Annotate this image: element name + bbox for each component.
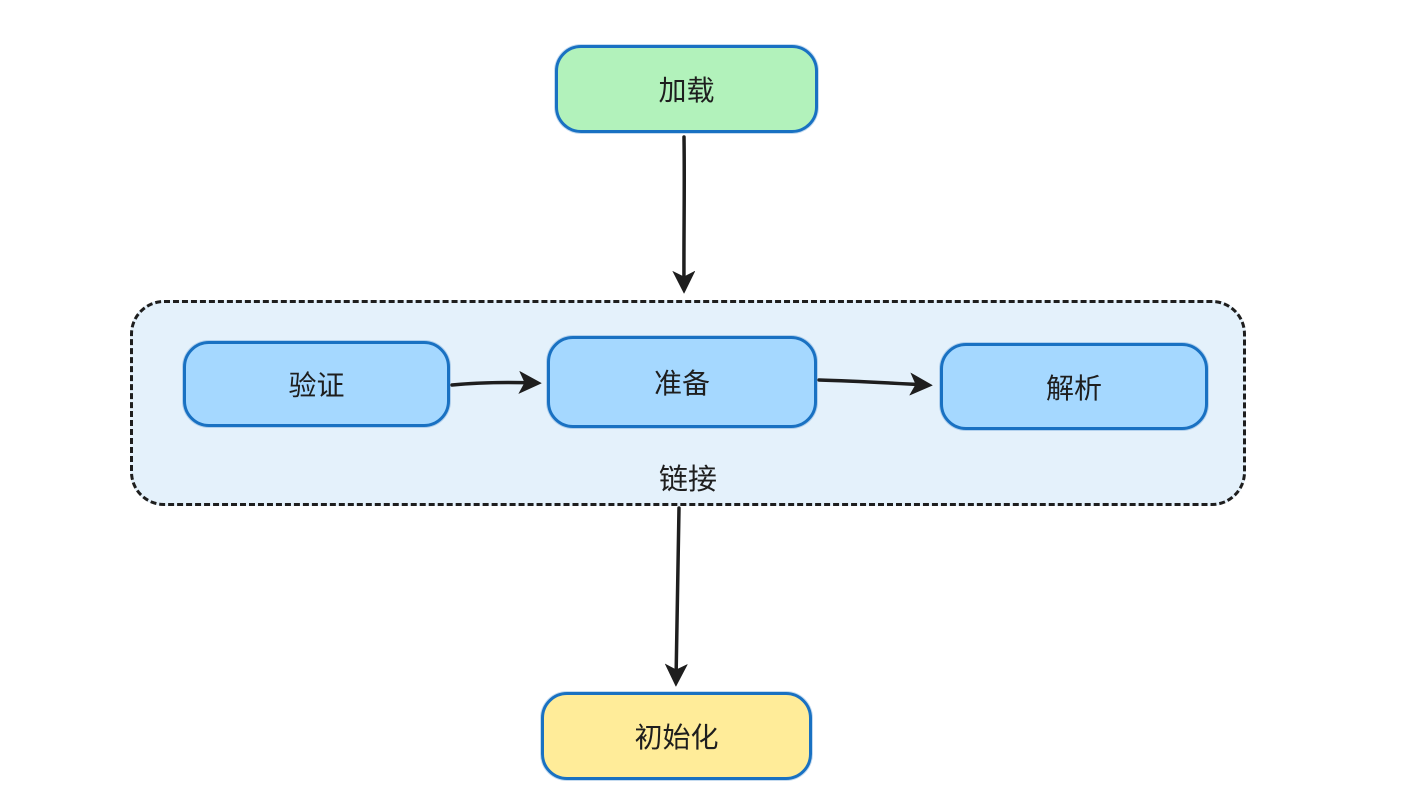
node-verify-label: 验证 bbox=[288, 370, 345, 401]
node-init[interactable]: 初始化 bbox=[541, 692, 812, 780]
node-load[interactable]: 加载 bbox=[555, 45, 818, 133]
node-init-label: 初始化 bbox=[634, 722, 719, 753]
arrow-link-to-init[interactable] bbox=[676, 506, 679, 681]
node-verify[interactable]: 验证 bbox=[183, 341, 450, 427]
arrow-prepare-to-resolve[interactable] bbox=[817, 380, 927, 385]
node-resolve[interactable]: 解析 bbox=[940, 343, 1208, 430]
node-load-label: 加载 bbox=[658, 75, 715, 106]
arrow-verify-to-prepare[interactable] bbox=[450, 382, 536, 385]
node-prepare-label: 准备 bbox=[653, 368, 710, 399]
node-prepare[interactable]: 准备 bbox=[547, 336, 817, 428]
node-resolve-label: 解析 bbox=[1045, 372, 1102, 404]
group-link-label: 链接 bbox=[658, 464, 717, 496]
